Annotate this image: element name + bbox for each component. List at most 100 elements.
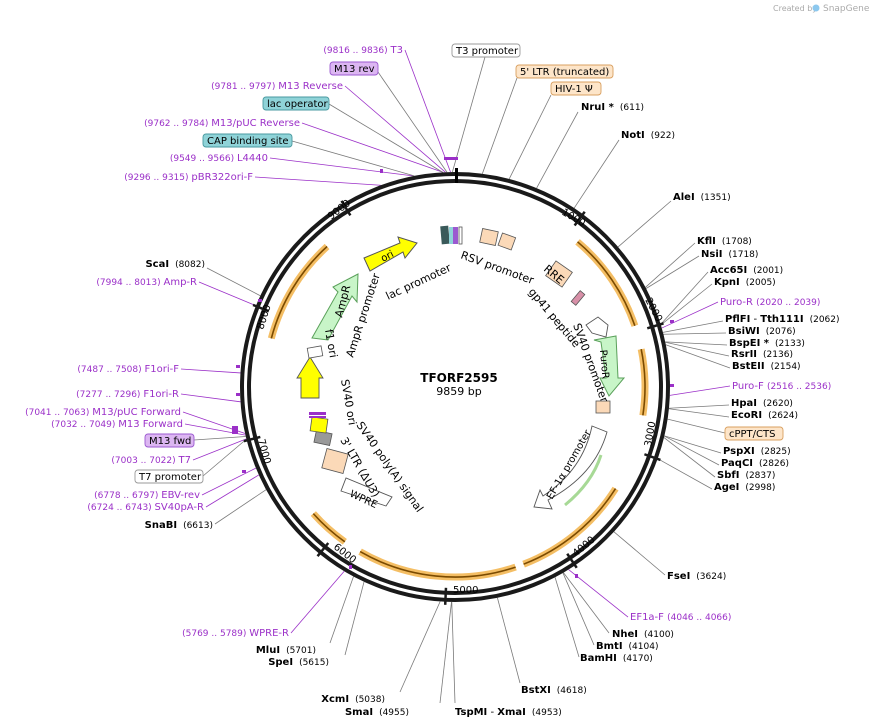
- enzyme-label: NotI(922): [621, 130, 675, 141]
- primer-label: (7003 .. 7022) T7: [111, 455, 191, 466]
- primer-name: WPRE-R: [249, 628, 289, 639]
- enzyme-leader: [668, 404, 730, 409]
- enzyme-name: NotI: [621, 130, 645, 141]
- hiv-psi-block: [497, 232, 517, 251]
- box-leader: [667, 418, 726, 434]
- enzyme-leader: [536, 111, 579, 189]
- primer-label: (7032 .. 7049) M13 Forward: [51, 419, 183, 430]
- cap-binding-box: CAP binding site: [207, 136, 289, 147]
- enzyme-label: NheI(4100): [612, 629, 674, 640]
- enzyme-name: TspMI: [455, 707, 487, 718]
- orf-arcs: [267, 239, 649, 581]
- box-leader: [508, 94, 552, 180]
- enzyme-name: PspXI: [723, 446, 755, 457]
- primer-leader: [568, 569, 629, 618]
- enzyme-label: PspXI (2825): [723, 446, 791, 457]
- primer-name: SV40pA-R: [155, 502, 204, 513]
- primer-range: (2020 .. 2039): [756, 298, 820, 308]
- lac-operator-block: [440, 225, 450, 245]
- enzyme-label: EcoRI(2624): [731, 410, 798, 421]
- ltr5-block: [479, 228, 499, 246]
- primer-name: F1ori-F: [145, 364, 180, 375]
- primer-label: (9549 .. 9566) L4440: [170, 153, 268, 164]
- enzyme-position: (2005): [746, 278, 776, 288]
- primer-label: (9762 .. 9784) M13/pUC Reverse: [144, 118, 300, 129]
- enzyme-position: (5038): [355, 695, 385, 705]
- enzyme-position: (2620): [763, 399, 793, 409]
- enzyme-label: RsrII(2136): [731, 349, 793, 360]
- primer-range: (9781 .. 9797): [211, 82, 278, 92]
- enzyme-leader: [554, 577, 580, 658]
- primer-label: (9816 .. 9836) T3: [323, 45, 403, 56]
- lac-operator-box: lac operator: [267, 99, 328, 110]
- puror-arrow: [593, 335, 626, 397]
- enzyme-position: (4104): [629, 642, 659, 652]
- plasmid-name: TFORF2595: [420, 371, 497, 385]
- primer-label: (9296 .. 9315) pBR322ori-F: [124, 172, 253, 183]
- orf-arc-line-2: [640, 348, 646, 416]
- inner-features: [296, 225, 626, 510]
- primer-range: (9762 .. 9784): [144, 119, 211, 129]
- enzyme-position: (2825): [761, 447, 791, 457]
- orf-arc-line-5: [312, 513, 346, 543]
- enzyme-name: SmaI: [345, 707, 373, 718]
- enzyme-label: BspEI *(2133): [729, 338, 805, 349]
- ltr5-box: 5' LTR (truncated): [520, 67, 609, 78]
- enzyme-leader: [665, 341, 728, 346]
- primer-leader: [404, 49, 451, 173]
- enzyme-name: MluI: [256, 645, 280, 656]
- tick-marks: [243, 200, 664, 605]
- enzyme-leader: [665, 344, 731, 369]
- enzyme-label: BmtI(4104): [596, 641, 658, 652]
- enzyme-leader: [497, 597, 521, 684]
- enzyme-label: AgeI(2998): [714, 482, 775, 493]
- primer-label: (7994 .. 8013) Amp-R: [96, 277, 197, 288]
- cppt-block: [595, 400, 611, 414]
- t3-promoter-box: T3 promoter: [455, 46, 519, 57]
- enzyme-name: KflI: [697, 236, 716, 247]
- primer-name: M13/pUC Forward: [92, 407, 181, 418]
- tick-3000: [644, 453, 661, 462]
- enzyme-name: XcmI: [321, 694, 349, 705]
- enzyme-label: BstXI(4618): [521, 685, 587, 696]
- primer-name: pBR322ori-F: [191, 172, 253, 183]
- primer-range: (7041 .. 7063): [25, 408, 92, 418]
- enzyme-position: (1351): [701, 193, 731, 203]
- box-leader: [291, 140, 415, 177]
- enzyme-name: KpnI: [714, 277, 740, 288]
- enzyme-position: (611): [620, 103, 644, 113]
- enzyme-name-2: Tth111I: [760, 314, 803, 325]
- primer-label: Puro-R (2020 .. 2039): [720, 297, 820, 308]
- enzyme-leader: [645, 242, 696, 288]
- enzyme-leader: [663, 437, 716, 478]
- primer-name: L4440: [237, 153, 268, 164]
- tick-8000: [252, 303, 270, 313]
- enzyme-name: FseI: [667, 571, 690, 582]
- enzyme-label: KpnI (2005): [714, 277, 776, 288]
- enzyme-leader: [645, 255, 700, 289]
- primer-name: M13 Reverse: [278, 81, 343, 92]
- enzyme-name: RsrII: [731, 349, 757, 360]
- box-leader: [377, 71, 448, 173]
- enzyme-label: XcmI (5038): [321, 694, 385, 705]
- enzyme-leader: [206, 267, 261, 297]
- enzyme-label: SmaI(4955): [345, 707, 409, 718]
- m13-rev-box: M13 rev: [334, 64, 375, 75]
- enzyme-leader: [214, 489, 267, 525]
- boxed-labels: T3 promoter M13 rev lac operator CAP bin…: [134, 43, 784, 484]
- enzyme-leader: [663, 332, 727, 335]
- enzyme-name: NruI *: [581, 102, 615, 113]
- enzyme-leader: [563, 572, 610, 634]
- rre-block: [545, 260, 573, 288]
- box-leader: [481, 77, 518, 174]
- sv40-ori-block: [309, 416, 329, 434]
- enzyme-position: (2837): [745, 471, 775, 481]
- enzyme-leader: [664, 435, 722, 454]
- primer-range: (2516 .. 2536): [767, 382, 831, 392]
- primer-leader: [192, 438, 247, 461]
- primer-leader: [344, 85, 446, 173]
- enzyme-label: TspMI - XmaI(4953): [455, 707, 562, 718]
- tick-4000: [566, 553, 578, 569]
- primer-name: M13 Forward: [118, 419, 183, 430]
